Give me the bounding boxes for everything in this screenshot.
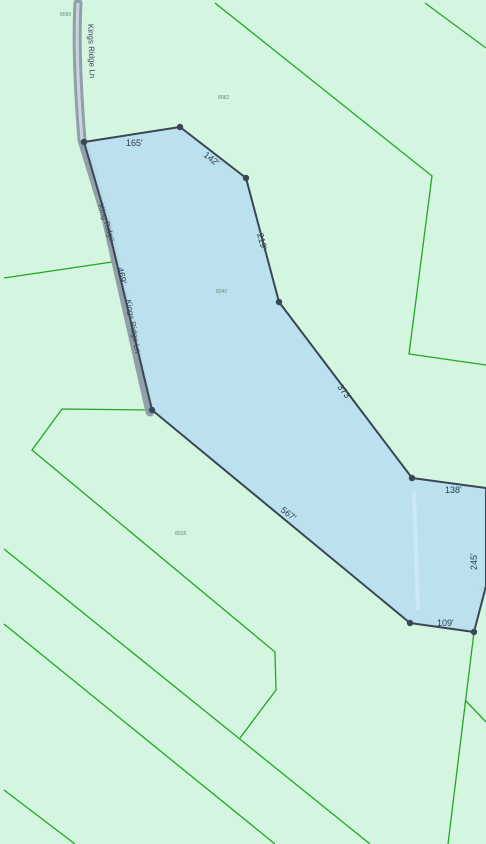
- parcel-line-top-right: [424, 2, 486, 49]
- vertex-marker[interactable]: [242, 174, 250, 182]
- vertex-marker[interactable]: [406, 619, 414, 627]
- vertex-marker[interactable]: [80, 138, 88, 146]
- edge-length-label: 219': [255, 232, 269, 251]
- parcel-id-label: 8040: [216, 289, 227, 295]
- parcel-line-lower-left: [31, 408, 277, 739]
- parcel-line-diagonal-2: [3, 623, 276, 844]
- edge-length-label: 245': [469, 553, 479, 570]
- parcel-line-bottom-right-2: [464, 699, 486, 723]
- vertex-marker[interactable]: [470, 628, 478, 636]
- edge-length-label: 138': [445, 485, 462, 495]
- edge-length-label: 165': [126, 138, 143, 148]
- vertex-marker[interactable]: [176, 123, 184, 131]
- edge-length-label: 109': [437, 618, 454, 628]
- parcel-id-label: 8099: [60, 12, 71, 18]
- parcel-id-label: 8028: [175, 531, 186, 537]
- parcel-line-diagonal-1: [3, 548, 371, 844]
- road-label: Kings Ridge Ln: [86, 24, 97, 79]
- parcel-vertices: [80, 123, 478, 636]
- parcel-line-left-horizontal: [3, 261, 113, 279]
- parcel-line-bottom-right: [447, 631, 475, 844]
- vertex-marker[interactable]: [408, 474, 416, 482]
- parcel-id-label: 8082: [218, 95, 229, 101]
- vertex-marker[interactable]: [148, 406, 156, 414]
- parcel-line-top-diagonal: [214, 2, 486, 366]
- selected-parcel[interactable]: [83, 126, 486, 633]
- edge-length-label: 469': [115, 266, 129, 285]
- vertex-marker[interactable]: [275, 298, 283, 306]
- parcel-line-diagonal-3: [3, 789, 76, 844]
